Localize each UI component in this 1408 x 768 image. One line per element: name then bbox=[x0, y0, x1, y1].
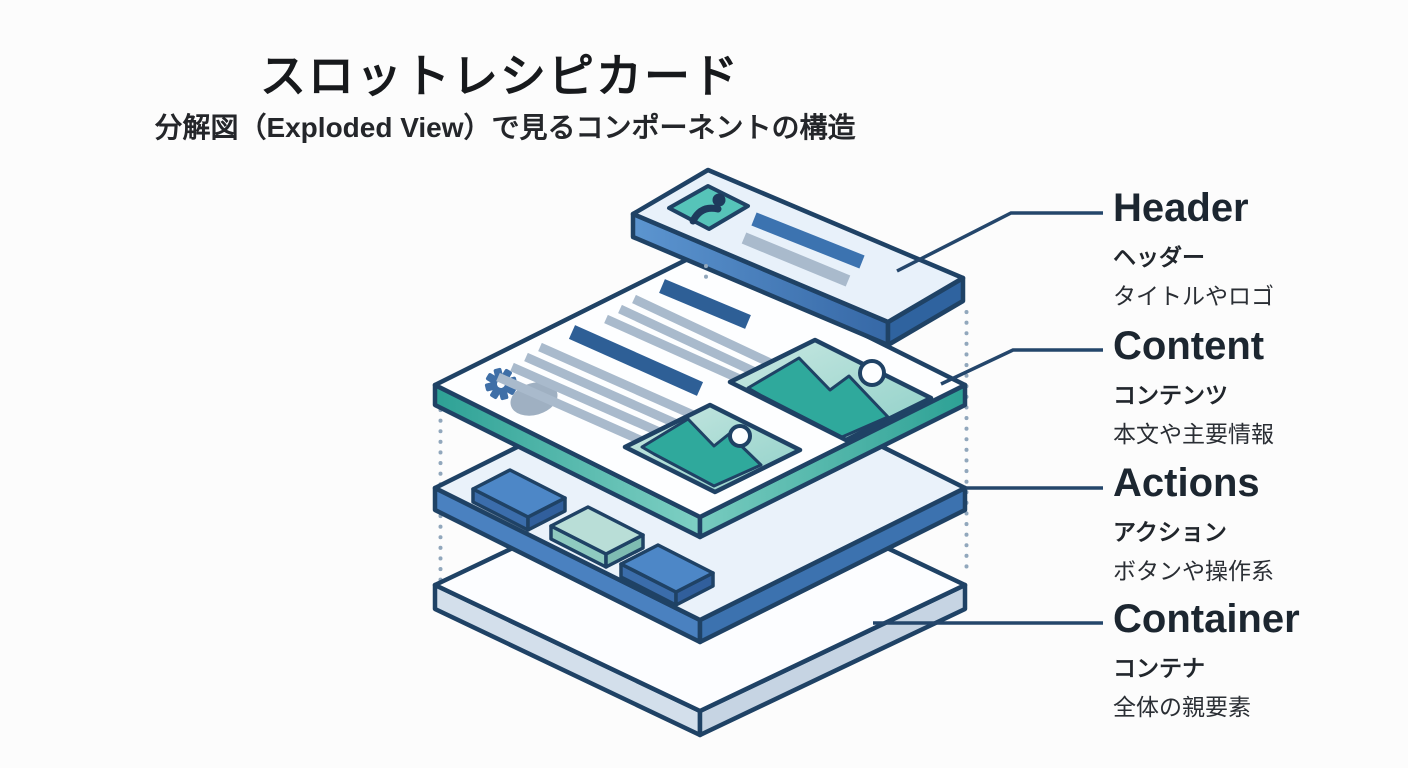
leader-line-content bbox=[940, 348, 1103, 386]
mountains-icon bbox=[640, 417, 763, 488]
title-bar-2 bbox=[568, 325, 704, 396]
image-placeholder-1 bbox=[727, 337, 934, 443]
content-details bbox=[484, 279, 934, 495]
callout-header-title: Header bbox=[1113, 186, 1249, 230]
callout-header: Header ヘッダー タイトルやロゴ bbox=[1113, 186, 1403, 311]
callout-header-ja: ヘッダー bbox=[1113, 244, 1205, 270]
callout-actions-title: Actions bbox=[1113, 461, 1260, 505]
header-bars bbox=[741, 212, 865, 287]
callout-container-title: Container bbox=[1113, 597, 1300, 641]
button-tertiary bbox=[619, 543, 715, 607]
mountains-icon bbox=[746, 356, 890, 439]
header-title-bar bbox=[751, 212, 865, 269]
callout-actions-ja: アクション bbox=[1113, 519, 1227, 545]
callout-container-ja: コンテナ bbox=[1113, 655, 1205, 681]
callout-container-desc: 全体の親要素 bbox=[1113, 694, 1251, 720]
page-title: スロットレシピカード bbox=[260, 50, 740, 102]
sun-icon bbox=[858, 359, 886, 387]
sun-icon bbox=[728, 424, 752, 448]
action-buttons bbox=[471, 468, 715, 607]
button-primary bbox=[471, 468, 567, 532]
user-avatar-glyph bbox=[689, 193, 726, 225]
callout-actions: Actions アクション ボタンや操作系 bbox=[1113, 461, 1403, 586]
callout-actions-desc: ボタンや操作系 bbox=[1113, 558, 1274, 584]
header-sub-bar bbox=[741, 232, 851, 287]
callout-content-ja: コンテンツ bbox=[1113, 382, 1228, 408]
callout-content-title: Content bbox=[1113, 324, 1265, 368]
title-bar-1 bbox=[659, 279, 751, 329]
callout-container: Container コンテナ 全体の親要素 bbox=[1113, 597, 1403, 722]
image-placeholder-2 bbox=[622, 402, 803, 495]
leader-line-header bbox=[896, 211, 1103, 273]
page-subtitle: 分解図（Exploded View）で見るコンポーネントの構造 bbox=[154, 112, 856, 143]
callout-header-desc: タイトルやロゴ bbox=[1113, 283, 1274, 309]
callout-content-desc: 本文や主要情報 bbox=[1113, 421, 1274, 447]
leader-lines bbox=[873, 211, 1103, 625]
callout-content: Content コンテンツ 本文や主要情報 bbox=[1113, 324, 1403, 449]
button-secondary bbox=[549, 505, 645, 569]
